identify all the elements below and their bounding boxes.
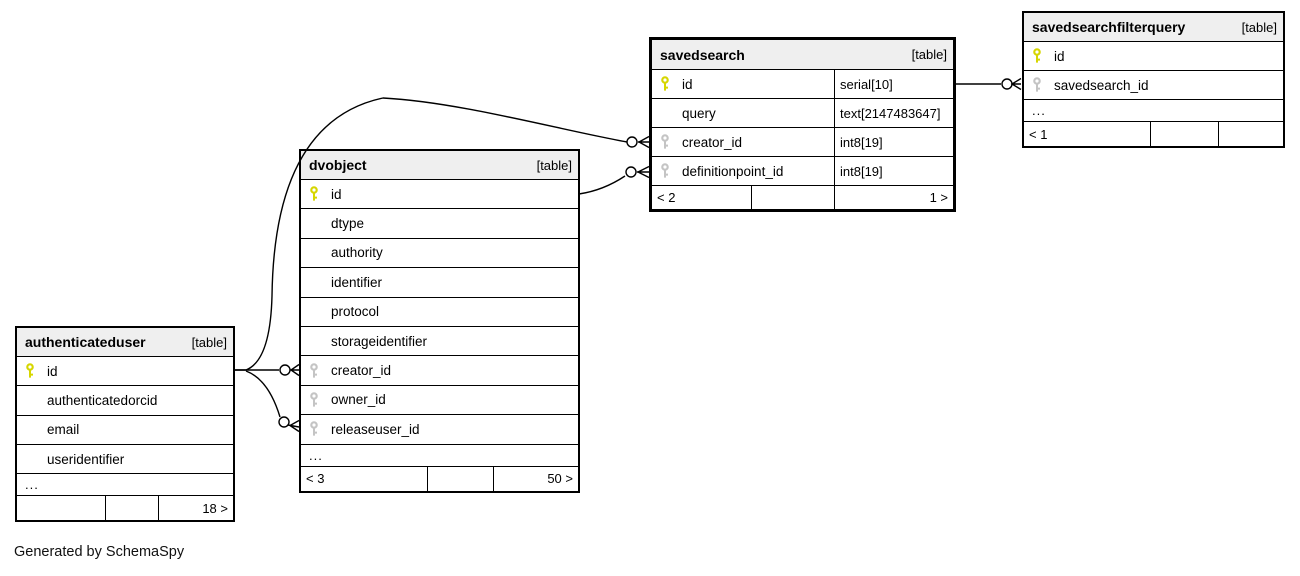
column-name: authenticatedorcid (47, 392, 158, 408)
fk-key-icon (309, 421, 319, 437)
table-header: savedsearchfilterquery [table] (1024, 13, 1283, 41)
column-row-query: query text[2147483647] (652, 98, 953, 127)
column-name: authority (331, 245, 383, 261)
column-row-id: id serial[10] (652, 69, 953, 98)
column-name: releaseuser_id (331, 421, 420, 437)
pk-key-icon (309, 186, 319, 202)
table-footer: < 1 (1024, 121, 1283, 146)
column-row-identifier: identifier (301, 267, 578, 296)
table-type-badge: [table] (536, 157, 572, 173)
column-row-creator_id: creator_id int8[19] (652, 127, 953, 156)
table-title[interactable]: dvobject (309, 157, 367, 173)
column-name: definitionpoint_id (682, 163, 784, 179)
column-name: storageidentifier (331, 333, 428, 349)
column-row-storageidentifier: storageidentifier (301, 325, 578, 355)
footer-cell-1 (427, 466, 493, 491)
column-name: owner_id (331, 392, 386, 408)
footer-cell-2 (1218, 122, 1283, 146)
relationship-dvobject-creator-authenticateduser (234, 363, 300, 377)
relationship-dvobject-releaseuser-authenticateduser (245, 370, 300, 433)
table-header: authenticateduser [table] (17, 328, 233, 356)
column-name: creator_id (682, 134, 743, 150)
column-row-creator_id: creator_id (301, 355, 578, 384)
footer-cell-2: 50 > (493, 466, 578, 491)
column-name: creator_id (331, 363, 392, 379)
column-name: dtype (331, 216, 365, 232)
column-name: id (47, 363, 58, 379)
relationship-savedsearch-definitionpoint-dvobject (578, 165, 650, 195)
column-name: id (1054, 48, 1065, 64)
more-columns-row: ... (301, 443, 578, 466)
column-row-definitionpoint_id: definitionpoint_id int8[19] (652, 156, 953, 185)
column-row-id: id (301, 179, 578, 208)
column-row-id: id (17, 356, 233, 385)
pk-key-icon (25, 363, 35, 379)
more-columns-row: ... (1024, 99, 1283, 121)
table-type-badge: [table] (191, 334, 227, 350)
column-type: serial[10] (834, 70, 953, 98)
column-row-releaseuser_id: releaseuser_id (301, 414, 578, 443)
more-columns-row: ... (17, 473, 233, 495)
table-header: savedsearch [table] (652, 40, 953, 69)
footer-cell-2: 18 > (158, 496, 233, 521)
footer-cell-0 (17, 496, 105, 520)
footer-cell-0: < 3 (306, 471, 325, 487)
footer-cell-0: < 2 (657, 190, 676, 205)
table-footer: < 3 50 > (301, 465, 578, 491)
column-name: savedsearch_id (1054, 77, 1149, 93)
footer-cell-1 (751, 186, 834, 209)
fk-key-icon (660, 134, 670, 150)
table-savedsearchfilterquery[interactable]: savedsearchfilterquery [table] id savedsear… (1022, 11, 1285, 148)
column-row-authority: authority (301, 237, 578, 267)
table-header: dvobject [table] (301, 151, 578, 179)
table-dvobject[interactable]: dvobject [table] id dtype authority identifie… (299, 149, 580, 493)
column-name: id (331, 186, 342, 202)
table-title[interactable]: savedsearchfilterquery (1032, 19, 1186, 35)
column-name: protocol (331, 304, 380, 320)
table-footer: < 2 1 > (652, 185, 953, 209)
column-row-dtype: dtype (301, 208, 578, 237)
column-type: int8[19] (834, 157, 953, 185)
footer-cell-1 (105, 496, 158, 521)
fk-key-icon (1032, 77, 1042, 93)
fk-key-icon (309, 362, 319, 379)
footer-cell-2: 1 > (834, 186, 953, 209)
column-name: query (682, 105, 716, 121)
column-row-owner_id: owner_id (301, 384, 578, 414)
table-authenticateduser[interactable]: authenticateduser [table] id authenticatedo… (15, 326, 235, 523)
fk-key-icon (660, 163, 670, 179)
table-type-badge: [table] (1241, 19, 1277, 35)
column-row-authenticatedorcid: authenticatedorcid (17, 385, 233, 414)
column-type: text[2147483647] (834, 99, 953, 127)
column-name: id (682, 76, 693, 92)
pk-key-icon (660, 76, 670, 92)
column-row-savedsearch_id: savedsearch_id (1024, 70, 1283, 99)
generator-credit: Generated by SchemaSpy (14, 544, 185, 560)
column-row-useridentifier: useridentifier (17, 443, 233, 473)
column-row-protocol: protocol (301, 296, 578, 326)
pk-key-icon (1032, 48, 1042, 64)
footer-cell-0: < 1 (1029, 126, 1048, 142)
table-title[interactable]: savedsearch (660, 46, 745, 63)
footer-cell-1 (1150, 122, 1218, 146)
column-name: useridentifier (47, 451, 125, 467)
table-footer: 18 > (17, 495, 233, 521)
column-name: identifier (331, 274, 383, 290)
table-title[interactable]: authenticateduser (25, 334, 146, 350)
column-row-id: id (1024, 41, 1283, 70)
column-row-email: email (17, 414, 233, 444)
column-type: int8[19] (834, 128, 953, 156)
table-type-badge: [table] (911, 47, 947, 62)
column-name: email (47, 422, 80, 438)
relationship-savedsearchfilterquery-savedsearch (956, 77, 1022, 91)
table-savedsearch[interactable]: savedsearch [table] id serial[10] query text[… (649, 37, 956, 212)
fk-key-icon (309, 392, 319, 408)
